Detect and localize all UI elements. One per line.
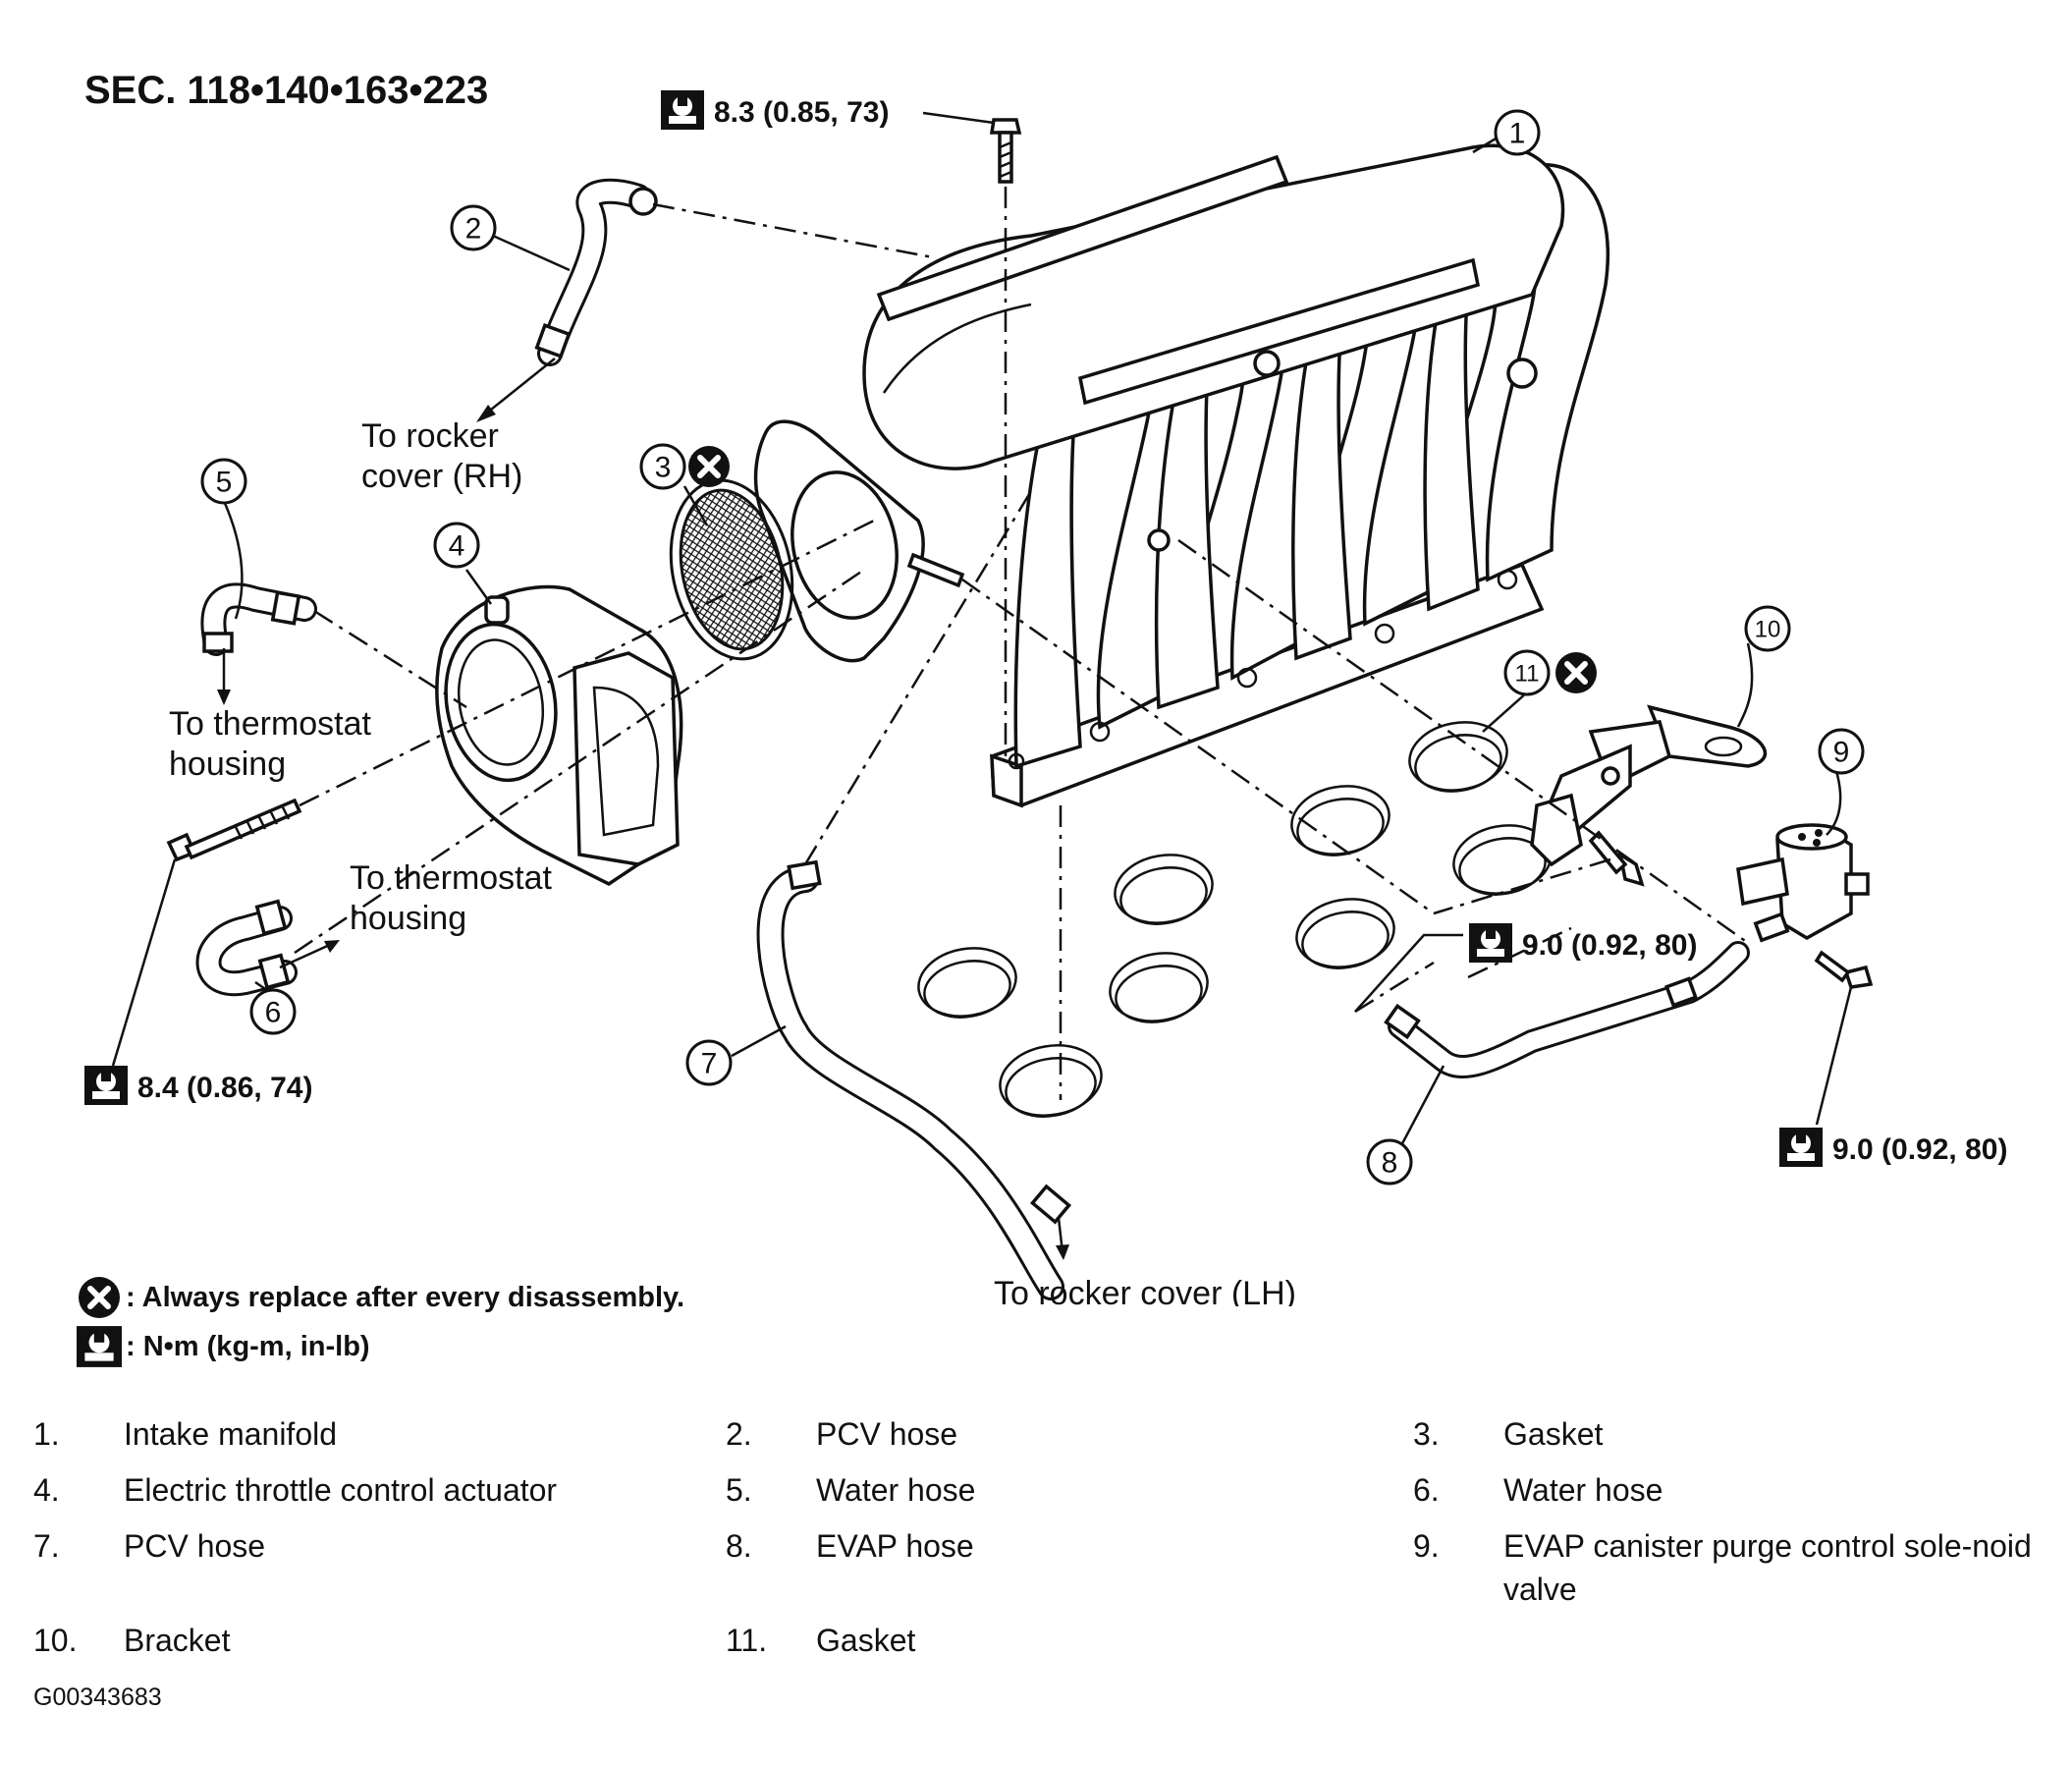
legend-torque: : N•m (kg-m, in-lb) xyxy=(77,1322,684,1371)
replace-mark-icon xyxy=(1555,652,1597,693)
label-to-thermostat-b-line1: To thermostat xyxy=(350,859,553,897)
intake-manifold xyxy=(753,143,1610,808)
callout-9: 9 xyxy=(1818,728,1865,775)
manifold-gaskets xyxy=(917,721,1553,1118)
svg-text:10: 10 xyxy=(1755,617,1781,643)
callout-6: 6 xyxy=(249,988,297,1035)
svg-text:9: 9 xyxy=(1833,737,1850,769)
callout-3: 3 xyxy=(639,443,686,490)
callout-8: 8 xyxy=(1366,1138,1413,1186)
callout-10: 10 xyxy=(1744,605,1791,652)
bolts xyxy=(166,118,1874,989)
svg-text:8: 8 xyxy=(1382,1147,1398,1180)
replace-mark-icon xyxy=(79,1277,120,1318)
svg-text:3: 3 xyxy=(655,452,672,484)
figure-id: G00343683 xyxy=(33,1684,162,1711)
svg-text:11: 11 xyxy=(1515,661,1540,688)
label-to-rocker-cover-rh-line2: cover (RH) xyxy=(361,458,522,495)
label-to-thermostat-a-line1: To thermostat xyxy=(169,705,372,743)
legend: : Always replace after every disassembly… xyxy=(77,1273,684,1371)
water-hose-5 xyxy=(200,582,317,656)
torque-wrench-icon xyxy=(84,1066,128,1105)
svg-text:5: 5 xyxy=(216,467,233,499)
callout-4: 4 xyxy=(433,522,480,569)
torque-wrench-icon xyxy=(77,1326,122,1367)
legend-torque-text: : N•m (kg-m, in-lb) xyxy=(126,1330,370,1362)
svg-text:2: 2 xyxy=(465,213,482,246)
legend-replace-text: : Always replace after every disassembly… xyxy=(126,1281,685,1313)
callout-1: 1 xyxy=(1494,109,1541,156)
label-to-thermostat-a-line2: housing xyxy=(169,745,286,783)
label-to-thermostat-b-line2: housing xyxy=(350,900,466,937)
torque-wrench-icon xyxy=(1779,1128,1823,1167)
alignment-lines xyxy=(294,187,1749,1100)
callout-7: 7 xyxy=(685,1039,733,1086)
torque-spec-bracket-bolt: 9.0 (0.92, 80) xyxy=(1522,929,1697,962)
torque-spec-top-bolt: 8.3 (0.85, 73) xyxy=(714,96,889,129)
replace-mark-icon xyxy=(688,446,730,487)
water-hose-6 xyxy=(195,899,298,997)
callout-2: 2 xyxy=(450,204,497,251)
section-ref: SEC. 118•140•163•223 xyxy=(84,69,488,112)
electric-throttle-actuator xyxy=(435,584,683,887)
torque-wrench-icon xyxy=(661,90,704,130)
pcv-hose-rh xyxy=(534,178,658,366)
evap-purge-solenoid xyxy=(1736,823,1870,943)
label-to-rocker-cover-rh-line1: To rocker xyxy=(361,417,499,455)
svg-text:4: 4 xyxy=(449,530,465,563)
callout-5: 5 xyxy=(200,458,247,505)
evap-hose xyxy=(1384,941,1750,1079)
svg-text:1: 1 xyxy=(1509,118,1526,150)
torque-spec-throttle-bolt: 8.4 (0.86, 74) xyxy=(137,1072,312,1104)
legend-replace: : Always replace after every disassembly… xyxy=(77,1273,684,1322)
label-to-rocker-cover-lh: To rocker cover (LH) xyxy=(994,1275,1296,1306)
torque-wrench-icon xyxy=(1469,923,1512,963)
torque-spec-solenoid-bolt: 9.0 (0.92, 80) xyxy=(1832,1133,2007,1166)
bracket xyxy=(1530,704,1768,867)
svg-text:7: 7 xyxy=(701,1048,718,1080)
exploded-diagram: SEC. 118•140•163•223 xyxy=(84,69,2007,1306)
pcv-hose-lh xyxy=(756,859,1072,1300)
svg-text:6: 6 xyxy=(265,997,282,1029)
callout-11: 11 xyxy=(1503,649,1551,696)
